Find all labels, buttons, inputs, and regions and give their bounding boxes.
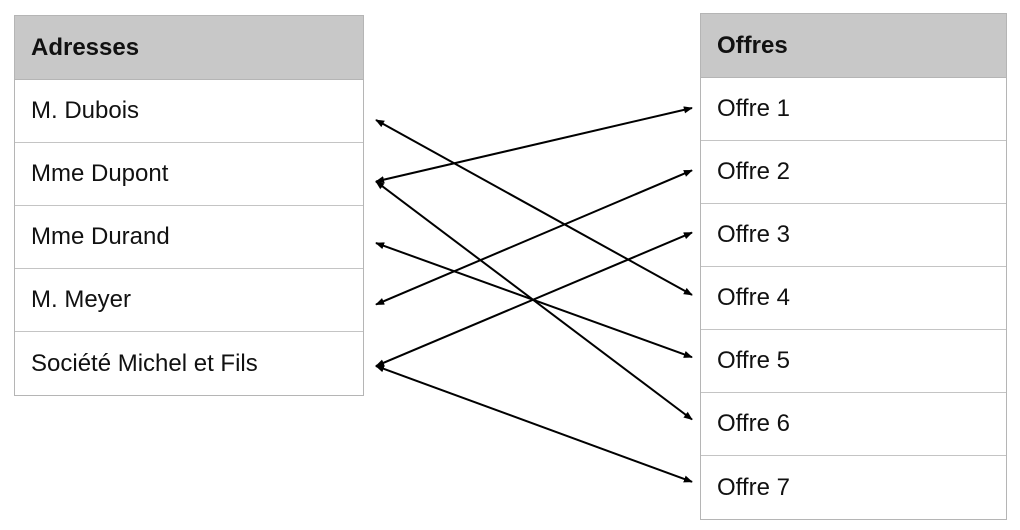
adresse-row: M. Dubois <box>15 80 363 143</box>
offres-header: Offres <box>701 14 1006 78</box>
offre-row: Offre 4 <box>701 267 1006 330</box>
adresse-row: Société Michel et Fils <box>31 349 258 377</box>
offre-row: Offre 7 <box>717 473 790 501</box>
link-arrow <box>375 119 693 296</box>
offre-row: Offre 5 <box>701 330 1006 393</box>
adresse-row: Mme Durand <box>15 206 363 269</box>
offre-row: Offre 2 <box>701 141 1006 204</box>
adresse-row: M. Meyer <box>15 269 363 332</box>
link-arrow <box>375 231 693 367</box>
adresse-row: Mme Dupont <box>15 143 363 206</box>
adresses-header: Adresses <box>15 16 363 80</box>
link-arrow <box>375 169 693 306</box>
link-arrow <box>375 106 693 184</box>
adresses-table: Adresses M. Dubois Mme Dupont Mme Durand… <box>14 15 364 396</box>
link-arrow <box>375 365 693 483</box>
offre-row: Offre 1 <box>701 78 1006 141</box>
offre-row: Offre 6 <box>701 393 1006 456</box>
offre-row: Offre 3 <box>701 204 1006 267</box>
offres-table: Offres Offre 1 Offre 2 Offre 3 Offre 4 O… <box>700 13 1007 520</box>
